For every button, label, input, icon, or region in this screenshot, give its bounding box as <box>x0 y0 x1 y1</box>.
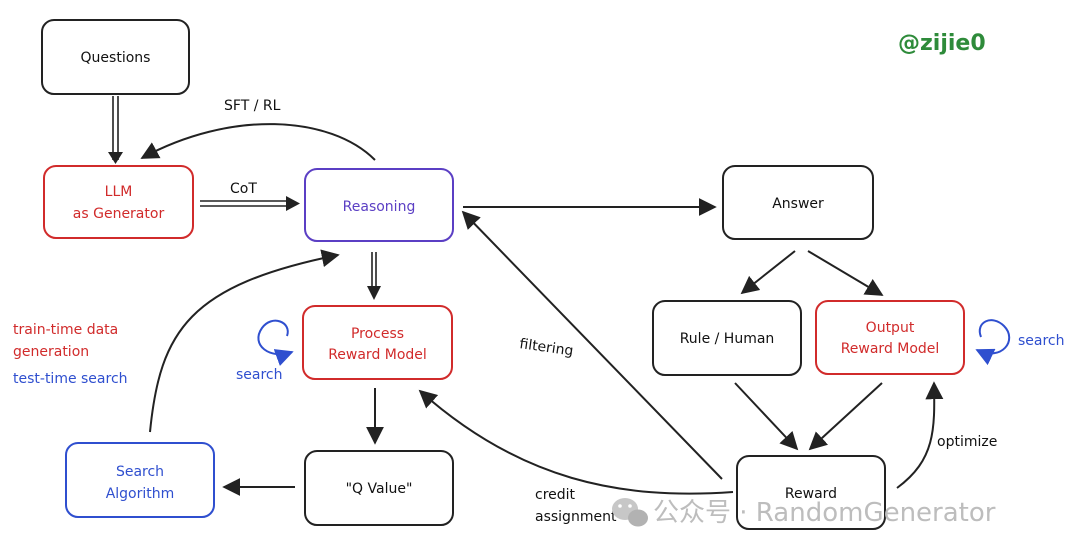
wechat-icon <box>612 498 648 527</box>
node-questions-label: Questions <box>81 50 151 66</box>
legend-train-1: train-time data <box>13 322 118 338</box>
node-questions: Questions <box>41 19 190 95</box>
edge-reasoning-to-llm <box>140 123 376 161</box>
node-search-label-1: Search <box>116 464 164 480</box>
node-llm-label-1: LLM <box>105 184 133 200</box>
node-output-reward-model: Output Reward Model <box>815 300 965 375</box>
edge-search-to-reasoning <box>149 249 340 433</box>
label-credit: credit <box>535 487 576 503</box>
edge-orm-to-reward <box>808 382 883 451</box>
node-q-value-label: "Q Value" <box>346 481 413 497</box>
legend-test: test-time search <box>13 371 128 387</box>
author-tag: @zijie0 <box>898 31 986 56</box>
node-reasoning-label: Reasoning <box>343 199 416 215</box>
node-rule-human-label: Rule / Human <box>680 331 775 347</box>
legend-train-2: generation <box>13 344 89 360</box>
label-filtering: filtering <box>518 336 574 359</box>
node-reasoning: Reasoning <box>304 168 454 242</box>
label-cot: CoT <box>230 181 257 197</box>
edge-answer-to-rule <box>740 250 796 295</box>
node-answer-label: Answer <box>772 196 824 212</box>
node-search-label-2: Algorithm <box>106 486 175 502</box>
label-search-right: search <box>1018 333 1065 349</box>
node-reward-label: Reward <box>785 486 837 502</box>
watermark: 公众号 · RandomGenerator <box>612 498 996 528</box>
node-reward: Reward <box>736 455 886 530</box>
edge-questions-to-llm <box>108 96 123 164</box>
edge-reward-to-reasoning <box>461 210 723 480</box>
watermark-text: 公众号 · RandomGenerator <box>653 498 996 528</box>
label-assignment: assignment <box>535 509 617 525</box>
node-process-reward-model: Process Reward Model <box>302 305 453 380</box>
node-orm-label-1: Output <box>866 320 915 336</box>
node-llm-generator: LLM as Generator <box>43 165 194 239</box>
label-sft-rl: SFT / RL <box>224 98 281 114</box>
edge-llm-to-reasoning <box>200 196 300 211</box>
edge-rule-to-reward <box>734 382 799 451</box>
loop-orm-search <box>975 319 1011 366</box>
node-answer: Answer <box>722 165 874 240</box>
node-orm-label-2: Reward Model <box>841 341 940 357</box>
node-prm-label-2: Reward Model <box>328 347 427 363</box>
edge-reward-to-prm <box>418 389 734 495</box>
node-q-value: "Q Value" <box>304 450 454 526</box>
node-search-algorithm: Search Algorithm <box>65 442 215 518</box>
loop-prm-search <box>257 319 294 366</box>
node-llm-label-2: as Generator <box>73 206 165 222</box>
edge-reward-to-orm <box>896 381 944 489</box>
label-optimize: optimize <box>937 434 997 450</box>
node-prm-label-1: Process <box>351 326 404 342</box>
node-rule-human: Rule / Human <box>652 300 802 376</box>
label-search-left: search <box>236 367 283 383</box>
edge-answer-to-orm <box>807 250 884 296</box>
edge-reasoning-to-prm <box>367 252 381 300</box>
